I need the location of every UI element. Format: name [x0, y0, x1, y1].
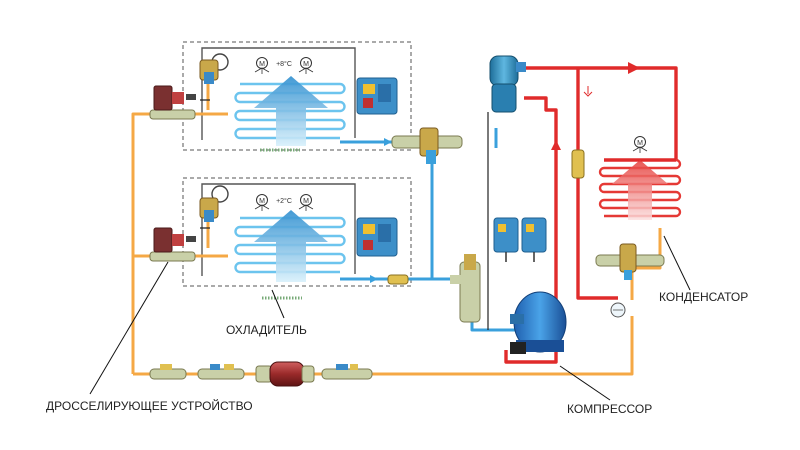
sight-glass-discharge — [571, 149, 585, 179]
flow-arrow — [628, 62, 640, 74]
compressor-unit — [510, 291, 567, 354]
expansion-valve-2 — [199, 197, 219, 222]
svg-text:M: M — [637, 140, 643, 147]
controller-1-icon — [356, 77, 398, 115]
condenser-label: КОНДЕНСАТОР — [659, 290, 748, 304]
liquid-line-ball-valve — [149, 364, 187, 380]
svg-text:M: M — [303, 198, 309, 205]
cooling-cabinet-1: M +8°C M — [182, 41, 412, 152]
airflow-arrow-2 — [254, 210, 328, 282]
cooler-label: ОХЛАДИТЕЛЬ — [226, 323, 307, 337]
compressor-label: КОМПРЕССОР — [567, 402, 652, 416]
suction-accumulator-valve — [450, 254, 481, 323]
liquid-line-sight-glass — [197, 364, 245, 380]
solenoid-valve-2 — [149, 227, 196, 262]
cabinet-2-dashed-outline — [182, 177, 412, 287]
pressure-switch-block — [493, 217, 547, 262]
flow-arrow — [551, 140, 561, 150]
cabinet-1-temperature: +8°C — [276, 60, 292, 68]
liquid-line-solenoid — [321, 364, 373, 380]
suction-line — [340, 128, 520, 332]
fan-motor-icon: M — [254, 194, 270, 211]
sight-glass-suction — [387, 274, 409, 285]
svg-text:M: M — [259, 61, 265, 68]
controller-2-icon — [356, 217, 398, 257]
oil-separator — [489, 55, 526, 113]
condenser-airflow-arrow — [612, 160, 668, 220]
filter-drier — [255, 361, 315, 387]
expansion-valve-1 — [199, 59, 219, 84]
solenoid-valve-1 — [149, 85, 196, 120]
evaporator-pressure-regulator — [391, 127, 463, 164]
fan-motor-icon: M — [298, 57, 314, 74]
small-flow-arrow — [583, 86, 593, 97]
fan-motor-icon: M — [254, 57, 270, 74]
leader-lines — [89, 235, 691, 401]
condensing-pressure-regulator — [595, 243, 665, 280]
liquid-receiver-gauge — [610, 302, 626, 318]
flow-arrow — [370, 275, 378, 283]
expansion-device-label: ДРОССЕЛИРУЮЩЕЕ УСТРОЙСТВО — [46, 398, 253, 413]
cabinet-2-inner-wall — [201, 183, 356, 276]
control-wire — [200, 99, 210, 229]
cooling-cabinet-2: M +2°C M — [182, 177, 412, 300]
svg-text:M: M — [303, 61, 309, 68]
svg-text:M: M — [259, 198, 265, 205]
fan-motor-icon: M — [632, 136, 648, 153]
condenser-unit: M — [598, 136, 682, 220]
cabinet-1-inner-wall — [201, 47, 356, 140]
discharge-line — [504, 66, 678, 364]
fan-motor-icon: M — [298, 194, 314, 211]
flow-arrow — [384, 138, 392, 146]
airflow-arrow-1 — [254, 76, 328, 146]
cabinet-2-temperature: +2°C — [276, 197, 292, 205]
